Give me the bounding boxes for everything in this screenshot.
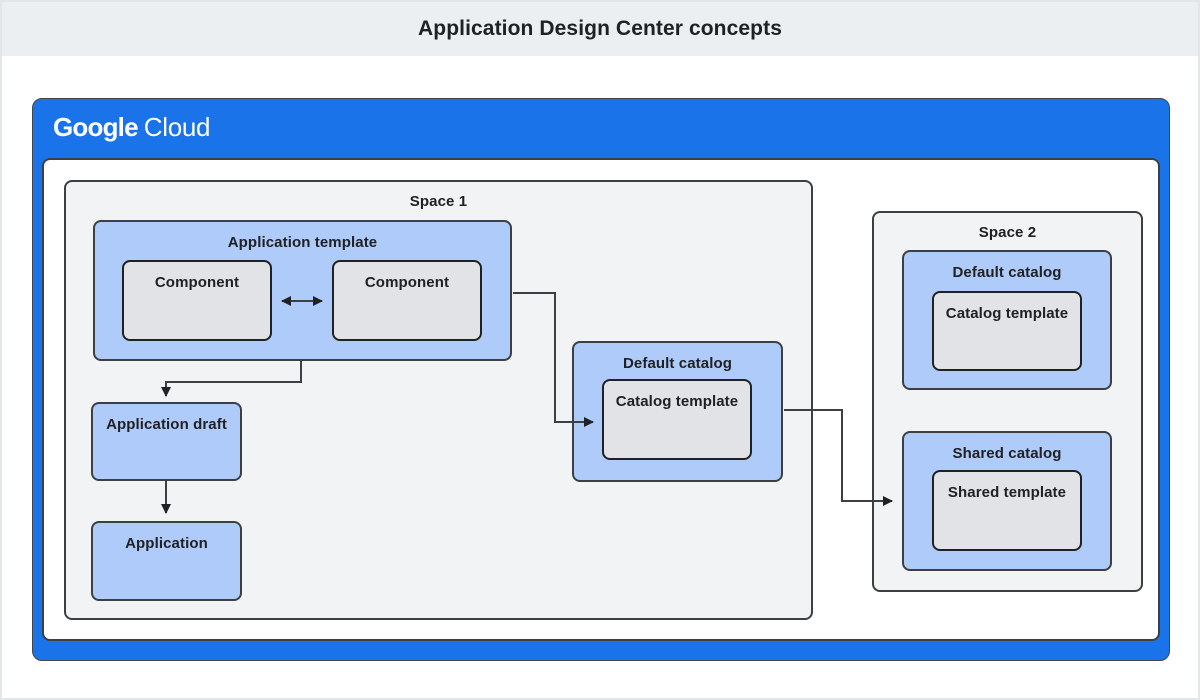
catalog-template-box-space2: Catalog template [932, 291, 1082, 371]
title-banner: Application Design Center concepts [2, 2, 1198, 56]
page-title: Application Design Center concepts [418, 17, 782, 40]
component-box-1: Component [122, 260, 272, 341]
application-template-label: Application template [227, 234, 378, 251]
space-1-label: Space 1 [409, 193, 468, 210]
default-catalog-space1-label: Default catalog [622, 355, 733, 372]
application-box: Application [91, 521, 242, 601]
component-2-label: Component [364, 274, 450, 291]
application-draft-box: Application draft [91, 402, 242, 481]
catalog-template-space1-label: Catalog template [615, 393, 739, 410]
space-2-label: Space 2 [978, 224, 1037, 241]
component-1-label: Component [154, 274, 240, 291]
logo-word-google: Google [53, 112, 139, 142]
catalog-template-space2-label: Catalog template [945, 305, 1069, 322]
shared-template-label: Shared template [947, 484, 1067, 501]
shared-catalog-label: Shared catalog [952, 445, 1062, 462]
application-draft-label: Application draft [106, 416, 227, 433]
default-catalog-space2-label: Default catalog [952, 264, 1062, 281]
component-box-2: Component [332, 260, 482, 341]
shared-template-box: Shared template [932, 470, 1082, 551]
logo-word-cloud: Cloud [143, 112, 211, 142]
catalog-template-box-space1: Catalog template [602, 379, 752, 460]
application-label: Application [125, 535, 208, 552]
